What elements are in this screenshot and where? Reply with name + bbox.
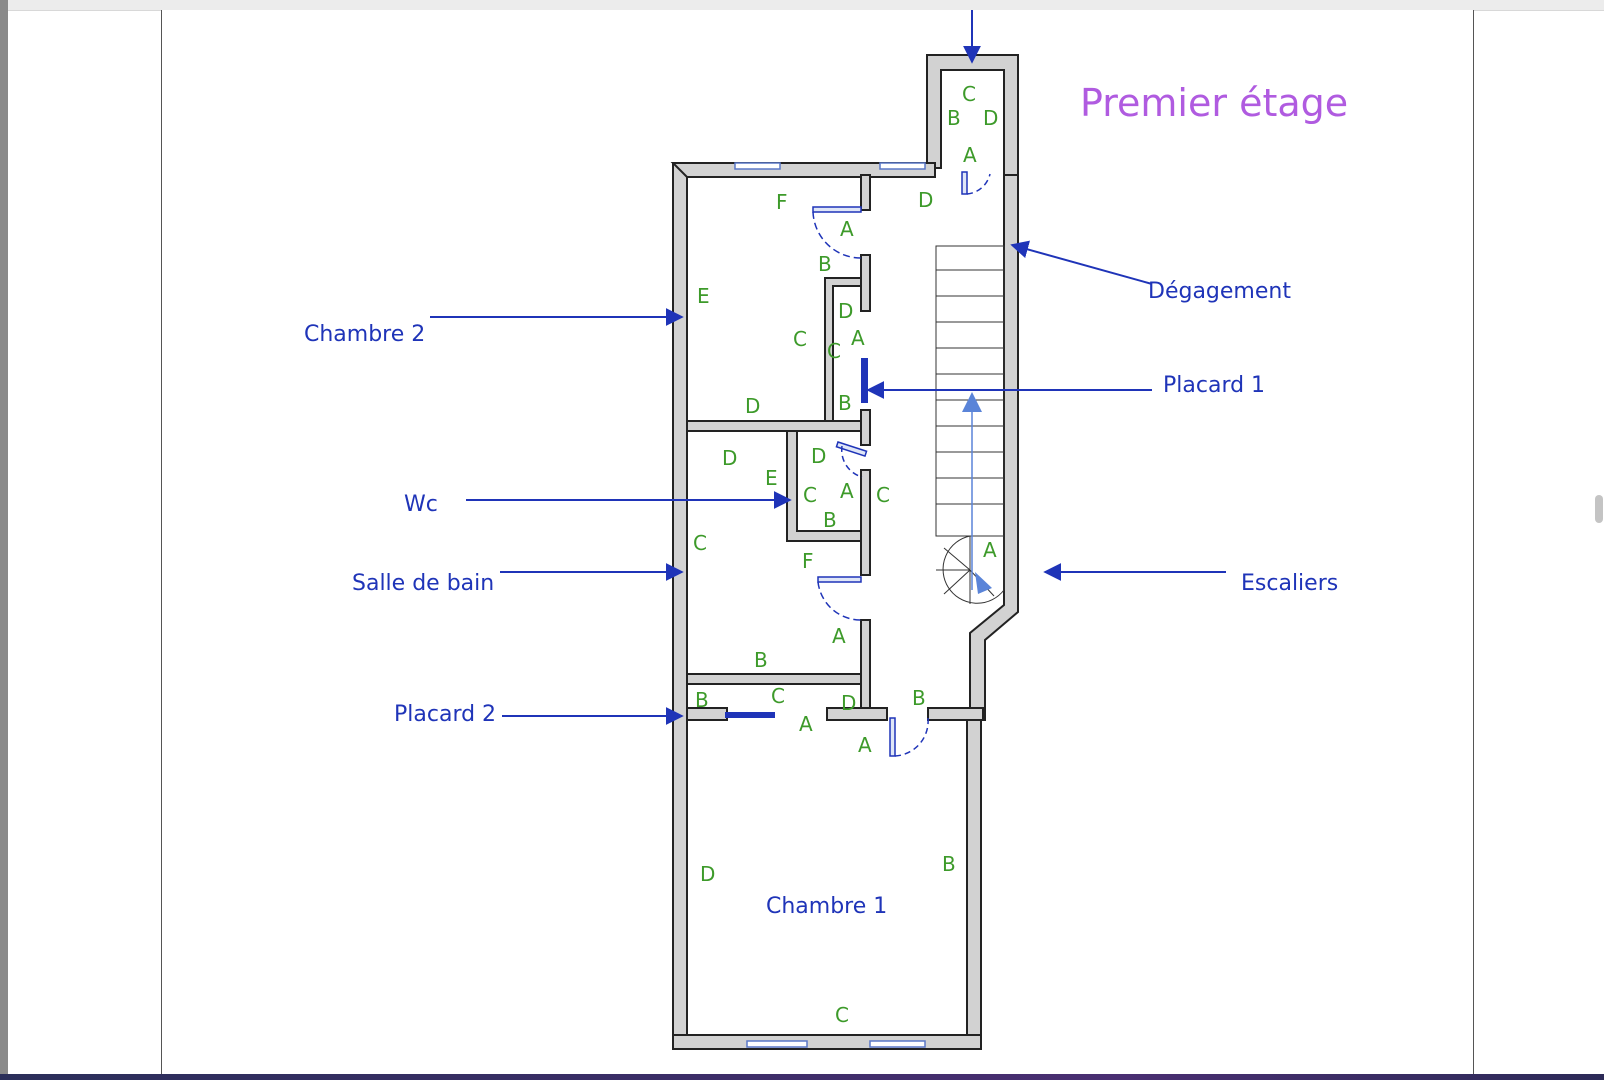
- label-placard2: Placard 2: [394, 702, 496, 727]
- doors: [812, 171, 991, 757]
- wall-partition-sdb: [860, 619, 871, 719]
- wall-left-outer: [672, 162, 688, 1050]
- letter: C: [771, 684, 785, 708]
- wall-partition-upper: [860, 174, 871, 211]
- wall-chambre2-bottom: [686, 420, 862, 432]
- wall-letters: C B D A D F A B E C D D A C B D E C A B …: [693, 82, 998, 1027]
- letter: D: [838, 299, 853, 323]
- windows: [734, 162, 926, 1048]
- wall-chambre1-top: [826, 707, 888, 721]
- letter: D: [700, 862, 715, 886]
- viewer-left-edge: [0, 0, 8, 1075]
- letter: B: [942, 852, 956, 876]
- wall-sdb-bottom: [686, 673, 862, 685]
- letter: F: [802, 549, 814, 573]
- letter: C: [835, 1003, 849, 1027]
- letter: A: [963, 143, 977, 167]
- letter: B: [695, 688, 709, 712]
- letter: D: [918, 188, 933, 212]
- scrollbar-thumb[interactable]: [1595, 495, 1603, 523]
- letter: E: [765, 466, 778, 490]
- taskbar-strip: [0, 1074, 1604, 1080]
- placard2-door: [725, 712, 775, 718]
- wall-right-outer: [969, 174, 1019, 721]
- letter: B: [818, 252, 832, 276]
- letter: C: [876, 483, 890, 507]
- letter: A: [840, 479, 854, 503]
- letter: B: [947, 106, 961, 130]
- pdf-page: [161, 10, 1474, 1075]
- letter: C: [693, 531, 707, 555]
- letter: E: [697, 284, 710, 308]
- label-degagement: Dégagement: [1148, 279, 1291, 304]
- label-escaliers: Escaliers: [1241, 571, 1338, 596]
- letter: C: [803, 483, 817, 507]
- wall-partition-mid: [860, 254, 871, 312]
- letter: C: [962, 82, 976, 106]
- letter: C: [827, 339, 841, 363]
- label-wc: Wc: [404, 492, 438, 517]
- wall-partition-low: [860, 409, 871, 446]
- letter: D: [811, 444, 826, 468]
- callout-labels: Chambre 2 Wc Salle de bain Placard 2 Dég…: [304, 279, 1338, 919]
- wall-landing-top: [927, 707, 984, 721]
- wall-right-chambre1: [966, 717, 982, 1050]
- letter: D: [745, 394, 760, 418]
- letter: A: [858, 733, 872, 757]
- letter: B: [838, 391, 852, 415]
- wall-wc: [786, 430, 862, 542]
- wall-partition-wc: [860, 469, 871, 576]
- label-chambre2: Chambre 2: [304, 322, 425, 347]
- callout-arrows: [430, 10, 1226, 725]
- letter: C: [793, 327, 807, 351]
- letter: B: [912, 686, 926, 710]
- letter: A: [832, 624, 846, 648]
- letter: B: [823, 508, 837, 532]
- letter: B: [754, 648, 768, 672]
- letter: A: [840, 217, 854, 241]
- placard1-door: [861, 358, 868, 403]
- wall-bottom: [672, 1034, 982, 1050]
- page-title: Premier étage: [1080, 81, 1348, 125]
- letter: D: [983, 106, 998, 130]
- label-salle-de-bain: Salle de bain: [352, 571, 494, 596]
- stair-direction-arrow: [962, 392, 992, 594]
- label-chambre1: Chambre 1: [766, 894, 887, 919]
- letter: D: [722, 446, 737, 470]
- letter: A: [799, 712, 813, 736]
- letter: D: [841, 691, 856, 715]
- letter: F: [776, 190, 788, 214]
- letter: A: [983, 538, 997, 562]
- label-placard1: Placard 1: [1163, 373, 1265, 398]
- letter: A: [851, 326, 865, 350]
